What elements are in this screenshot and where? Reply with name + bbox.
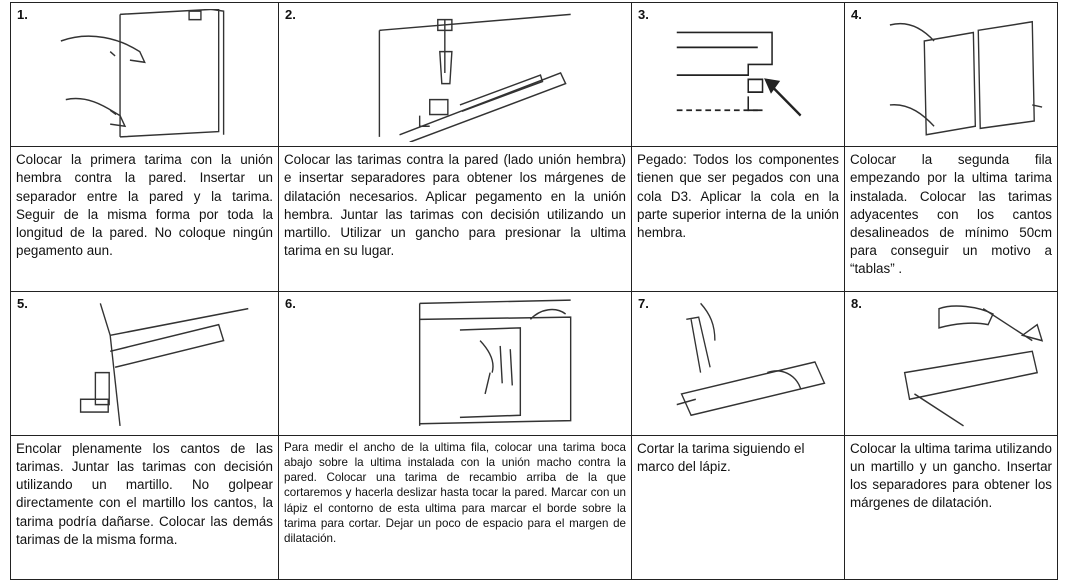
- step-8-number: 8.: [851, 295, 862, 311]
- step-4-text-cell: Colocar la segunda fila empezando por la…: [844, 146, 1058, 292]
- step-8-illustration-cell: 8.: [844, 290, 1058, 436]
- step-3-illustration: [672, 9, 834, 142]
- step-4-number: 4.: [851, 7, 862, 22]
- step-7-number: 7.: [638, 295, 649, 311]
- step-7-illustration: [672, 298, 834, 431]
- text-row-2: Encolar plenamente los cantos de las tar…: [10, 434, 1058, 581]
- step-6-illustration: [319, 298, 621, 431]
- text-row-1: Colocar la primera tarima con la unión h…: [10, 146, 1058, 292]
- step-6-number: 6.: [285, 295, 296, 311]
- step-1-number: 1.: [17, 7, 28, 22]
- step-4-text: Colocar la segunda fila empezando por la…: [850, 152, 1052, 277]
- step-5-illustration: [51, 298, 268, 431]
- step-3-text: Pegado: Todos los componentes tienen que…: [637, 152, 839, 241]
- step-2-illustration-cell: 2.: [278, 1, 632, 148]
- step-3-illustration-cell: 3.: [631, 1, 845, 148]
- step-2-text-cell: Colocar las tarimas contra la pared (lad…: [278, 146, 632, 292]
- step-3-text-cell: Pegado: Todos los componentes tienen que…: [631, 146, 845, 292]
- step-6-text-cell: Para medir el ancho de la ultima fila, c…: [278, 434, 632, 581]
- step-7-text-cell: Cortar la tarima siguiendo el marco del …: [631, 434, 845, 581]
- step-5-number: 5.: [17, 295, 28, 311]
- step-8-text: Colocar la ultima tarima utilizando un m…: [850, 440, 1052, 511]
- step-8-text-cell: Colocar la ultima tarima utilizando un m…: [844, 434, 1058, 581]
- step-3-number: 3.: [638, 7, 649, 22]
- step-5-text-cell: Encolar plenamente los cantos de las tar…: [10, 434, 279, 581]
- step-2-text: Colocar las tarimas contra la pared (lad…: [284, 152, 626, 259]
- step-8-illustration: [885, 298, 1047, 431]
- step-6-text: Para medir el ancho de la ultima fila, c…: [284, 440, 626, 545]
- step-4-illustration: [885, 9, 1047, 142]
- step-7-illustration-cell: 7.: [631, 290, 845, 436]
- step-1-illustration-cell: 1.: [10, 1, 279, 148]
- step-2-illustration: [319, 9, 621, 143]
- instructions-table: 1. 2.: [10, 1, 1058, 581]
- step-6-illustration-cell: 6.: [278, 290, 632, 436]
- step-1-illustration: [51, 8, 268, 142]
- step-5-illustration-cell: 5.: [10, 290, 279, 436]
- step-5-text: Encolar plenamente los cantos de las tar…: [16, 440, 273, 547]
- step-1-text-cell: Colocar la primera tarima con la unión h…: [10, 146, 279, 292]
- step-4-illustration-cell: 4.: [844, 1, 1058, 148]
- illustration-row-2: 5. 6.: [10, 290, 1058, 436]
- step-1-text: Colocar la primera tarima con la unión h…: [16, 152, 273, 259]
- illustration-row-1: 1. 2.: [10, 1, 1058, 148]
- step-7-text: Cortar la tarima siguiendo el marco del …: [637, 440, 805, 474]
- step-2-number: 2.: [285, 7, 296, 22]
